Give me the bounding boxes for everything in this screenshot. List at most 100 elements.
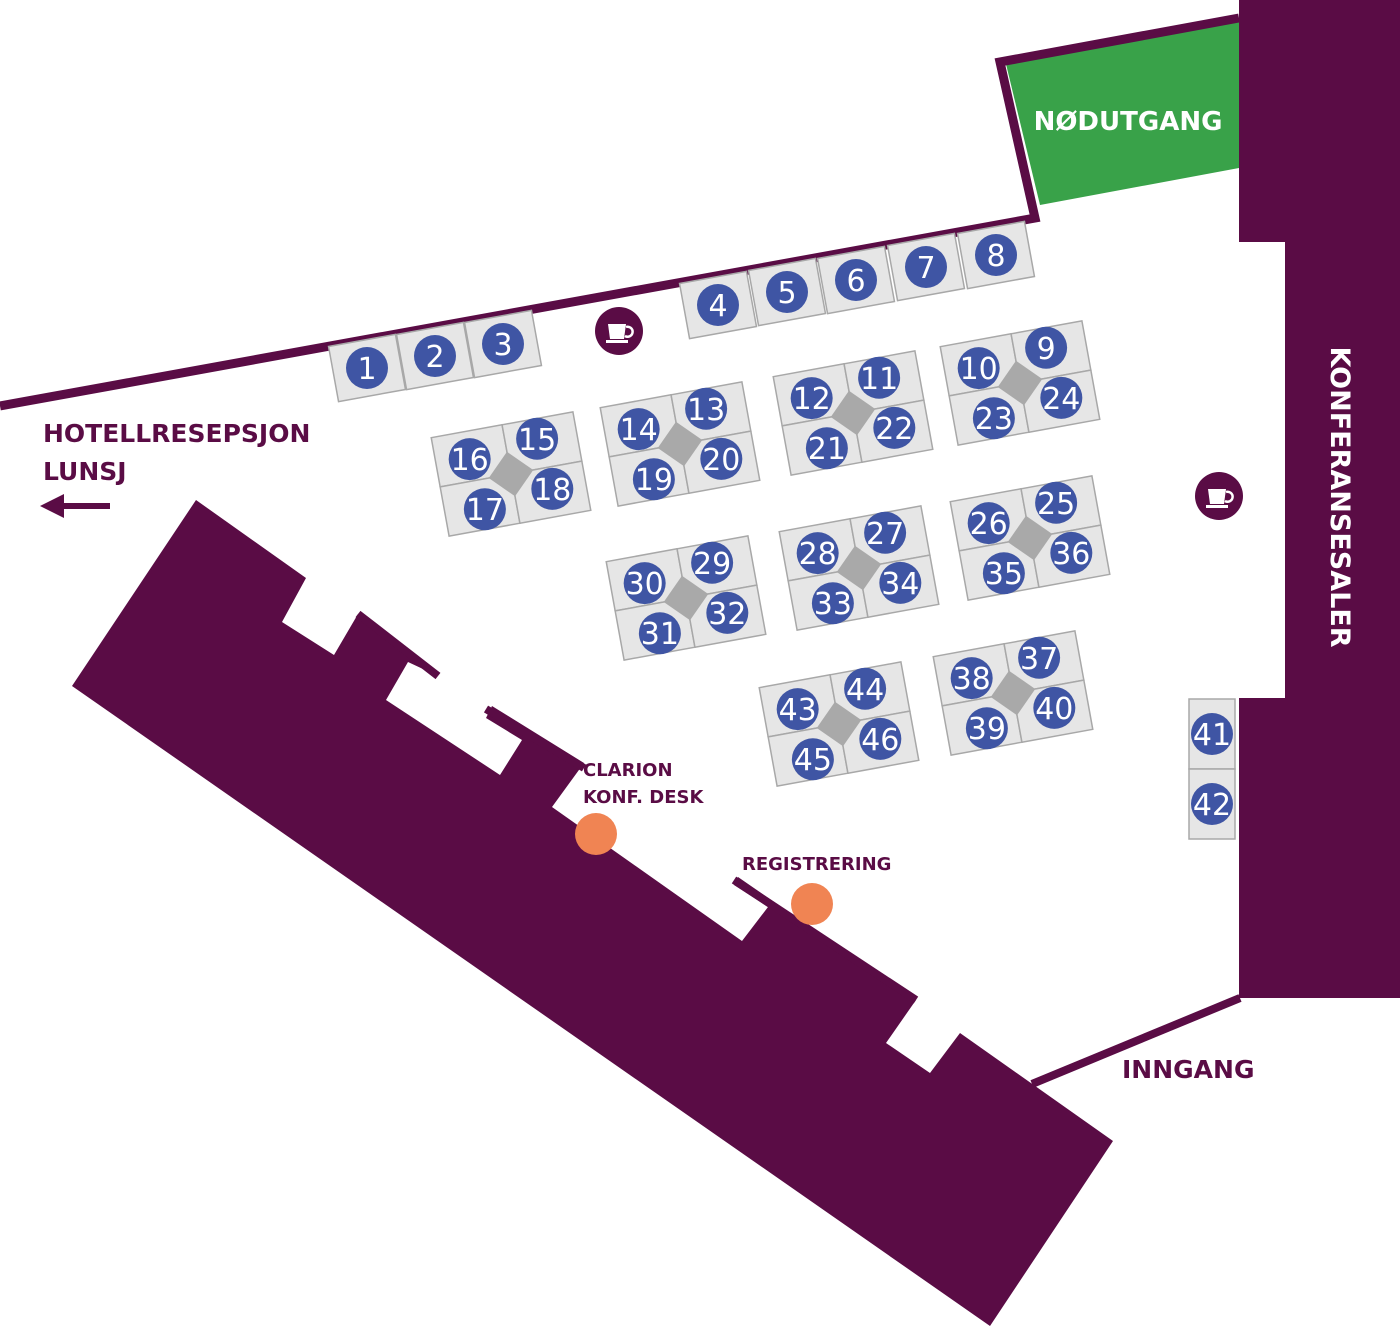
booth-marker[interactable]	[791, 738, 834, 781]
booth-40[interactable]: 40	[1033, 686, 1076, 729]
booth-15[interactable]: 15	[516, 417, 559, 460]
booth-marker[interactable]	[858, 356, 901, 399]
booth-number: 9	[1037, 332, 1056, 367]
booth-46[interactable]: 46	[859, 717, 902, 760]
booth-marker[interactable]	[531, 467, 574, 510]
booth-17[interactable]: 17	[463, 488, 506, 531]
booth-33[interactable]: 33	[811, 582, 854, 625]
booth-7[interactable]: 7	[905, 246, 947, 288]
booth-marker[interactable]	[844, 667, 887, 710]
booth-number: 24	[1042, 382, 1080, 417]
booth-27[interactable]: 27	[864, 511, 907, 554]
booth-marker[interactable]	[766, 271, 808, 313]
booth-26[interactable]: 26	[967, 502, 1010, 545]
booth-22[interactable]: 22	[873, 406, 916, 449]
booth-marker[interactable]	[859, 717, 902, 760]
booth-marker[interactable]	[1191, 713, 1233, 755]
booth-35[interactable]: 35	[982, 552, 1025, 595]
booth-marker[interactable]	[700, 437, 743, 480]
booth-4[interactable]: 4	[697, 284, 739, 326]
booth-marker[interactable]	[776, 688, 819, 731]
booth-marker[interactable]	[1018, 636, 1061, 679]
booth-marker[interactable]	[805, 427, 848, 470]
booth-marker[interactable]	[957, 347, 1000, 390]
booth-25[interactable]: 25	[1035, 481, 1078, 524]
booth-5[interactable]: 5	[766, 271, 808, 313]
booth-marker[interactable]	[1033, 686, 1076, 729]
booth-3[interactable]: 3	[482, 323, 524, 365]
booth-marker[interactable]	[950, 657, 993, 700]
booth-marker[interactable]	[1050, 531, 1093, 574]
booth-marker[interactable]	[617, 408, 660, 451]
booth-31[interactable]: 31	[638, 612, 681, 655]
booth-marker[interactable]	[685, 387, 728, 430]
booth-11[interactable]: 11	[858, 356, 901, 399]
booth-19[interactable]: 19	[632, 458, 675, 501]
booth-marker[interactable]	[623, 562, 666, 605]
booth-marker[interactable]	[975, 234, 1017, 276]
booth-21[interactable]: 21	[805, 427, 848, 470]
booth-30[interactable]: 30	[623, 562, 666, 605]
booth-number: 23	[975, 402, 1013, 437]
booth-marker[interactable]	[967, 502, 1010, 545]
booth-marker[interactable]	[1035, 481, 1078, 524]
booth-marker[interactable]	[697, 284, 739, 326]
booth-marker[interactable]	[873, 406, 916, 449]
booth-1[interactable]: 1	[346, 347, 388, 389]
booth-13[interactable]: 13	[685, 387, 728, 430]
booth-42[interactable]: 42	[1191, 783, 1233, 825]
booth-41[interactable]: 41	[1191, 713, 1233, 755]
booth-marker[interactable]	[1025, 326, 1068, 369]
booth-marker[interactable]	[414, 335, 456, 377]
booth-marker[interactable]	[972, 397, 1015, 440]
booth-28[interactable]: 28	[796, 532, 839, 575]
booth-marker[interactable]	[965, 707, 1008, 750]
booth-45[interactable]: 45	[791, 738, 834, 781]
booth-9[interactable]: 9	[1025, 326, 1068, 369]
booth-37[interactable]: 37	[1018, 636, 1061, 679]
booth-marker[interactable]	[346, 347, 388, 389]
booth-38[interactable]: 38	[950, 657, 993, 700]
emergency-exit-area	[1006, 20, 1239, 205]
booth-29[interactable]: 29	[691, 541, 734, 584]
booth-marker[interactable]	[706, 591, 749, 634]
booth-marker[interactable]	[905, 246, 947, 288]
booth-44[interactable]: 44	[844, 667, 887, 710]
booth-marker[interactable]	[1040, 376, 1083, 419]
booth-8[interactable]: 8	[975, 234, 1017, 276]
booth-12[interactable]: 12	[790, 377, 833, 420]
booth-marker[interactable]	[463, 488, 506, 531]
booth-43[interactable]: 43	[776, 688, 819, 731]
booth-marker[interactable]	[879, 561, 922, 604]
booth-2[interactable]: 2	[414, 335, 456, 377]
booth-marker[interactable]	[864, 511, 907, 554]
booth-36[interactable]: 36	[1050, 531, 1093, 574]
booth-32[interactable]: 32	[706, 591, 749, 634]
booth-marker[interactable]	[632, 458, 675, 501]
booth-marker[interactable]	[835, 259, 877, 301]
booth-marker[interactable]	[448, 438, 491, 481]
booth-16[interactable]: 16	[448, 438, 491, 481]
booth-20[interactable]: 20	[700, 437, 743, 480]
booth-number: 35	[985, 557, 1023, 592]
booth-10[interactable]: 10	[957, 347, 1000, 390]
booth-marker[interactable]	[796, 532, 839, 575]
booth-34[interactable]: 34	[879, 561, 922, 604]
booth-marker[interactable]	[790, 377, 833, 420]
booth-6[interactable]: 6	[835, 259, 877, 301]
booth-marker[interactable]	[811, 582, 854, 625]
booth-marker[interactable]	[691, 541, 734, 584]
booth-marker[interactable]	[1191, 783, 1233, 825]
booth-18[interactable]: 18	[531, 467, 574, 510]
booth-marker[interactable]	[982, 552, 1025, 595]
booth-center	[1007, 515, 1053, 561]
booth-39[interactable]: 39	[965, 707, 1008, 750]
booth-marker[interactable]	[638, 612, 681, 655]
booth-24[interactable]: 24	[1040, 376, 1083, 419]
booth-14[interactable]: 14	[617, 408, 660, 451]
booth-marker[interactable]	[516, 417, 559, 460]
booth-marker[interactable]	[482, 323, 524, 365]
registration-marker[interactable]	[791, 883, 833, 925]
booth-23[interactable]: 23	[972, 397, 1015, 440]
clarion-desk-marker[interactable]	[575, 813, 617, 855]
